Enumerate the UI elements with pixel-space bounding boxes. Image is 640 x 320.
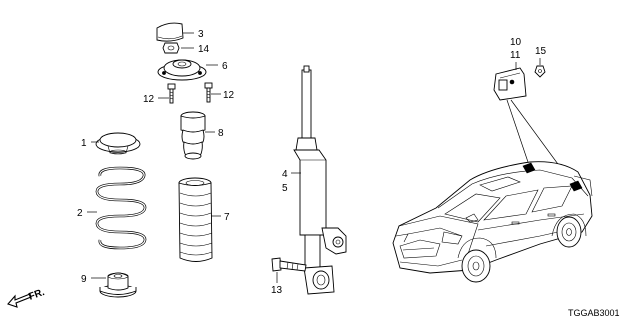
part-number-2: 2 bbox=[77, 208, 83, 219]
coil-spring-part[interactable] bbox=[95, 166, 147, 250]
part-number-3: 3 bbox=[198, 29, 204, 40]
clip-part[interactable] bbox=[534, 65, 546, 78]
part-number-15: 15 bbox=[535, 46, 547, 57]
mount-location-left-marker bbox=[522, 162, 536, 174]
mount-location-right-marker bbox=[569, 180, 583, 192]
part-number-12-left: 12 bbox=[143, 94, 155, 105]
part-number-1: 1 bbox=[81, 138, 87, 149]
upper-mount-part[interactable] bbox=[157, 59, 207, 81]
damper-bracket-part[interactable] bbox=[493, 67, 527, 101]
part-number-9: 9 bbox=[81, 274, 87, 285]
upper-spring-seat-part[interactable] bbox=[95, 132, 141, 155]
dust-boot-part[interactable] bbox=[178, 177, 213, 262]
bump-stop-rubber-part[interactable] bbox=[180, 111, 206, 160]
part-number-4: 4 bbox=[282, 169, 288, 180]
part-number-11: 11 bbox=[510, 50, 521, 61]
self-locking-nut-part[interactable] bbox=[162, 42, 180, 54]
rear-shock-absorber-part[interactable] bbox=[293, 65, 347, 295]
part-number-10: 10 bbox=[510, 37, 522, 48]
lower-spring-seat-part[interactable] bbox=[99, 272, 137, 298]
flange-bolt-left-part[interactable] bbox=[167, 83, 176, 104]
front-direction-arrow-icon bbox=[7, 293, 32, 308]
vehicle-illustration bbox=[392, 161, 593, 283]
part-number-14: 14 bbox=[198, 44, 210, 55]
part-number-8: 8 bbox=[218, 128, 224, 139]
part-number-6: 6 bbox=[222, 61, 228, 72]
dust-cap-part[interactable] bbox=[156, 22, 184, 42]
flange-bolt-right-part[interactable] bbox=[204, 82, 213, 103]
part-number-12-right: 12 bbox=[223, 90, 235, 101]
part-number-7: 7 bbox=[224, 212, 230, 223]
callout-line-left bbox=[506, 99, 531, 169]
part-number-13: 13 bbox=[271, 285, 283, 296]
part-number-5: 5 bbox=[282, 183, 288, 194]
diagram-code: TGGAB3001 bbox=[568, 308, 620, 318]
direction-label: FR. bbox=[27, 287, 46, 303]
lower-mounting-bolt-part[interactable] bbox=[271, 257, 307, 272]
